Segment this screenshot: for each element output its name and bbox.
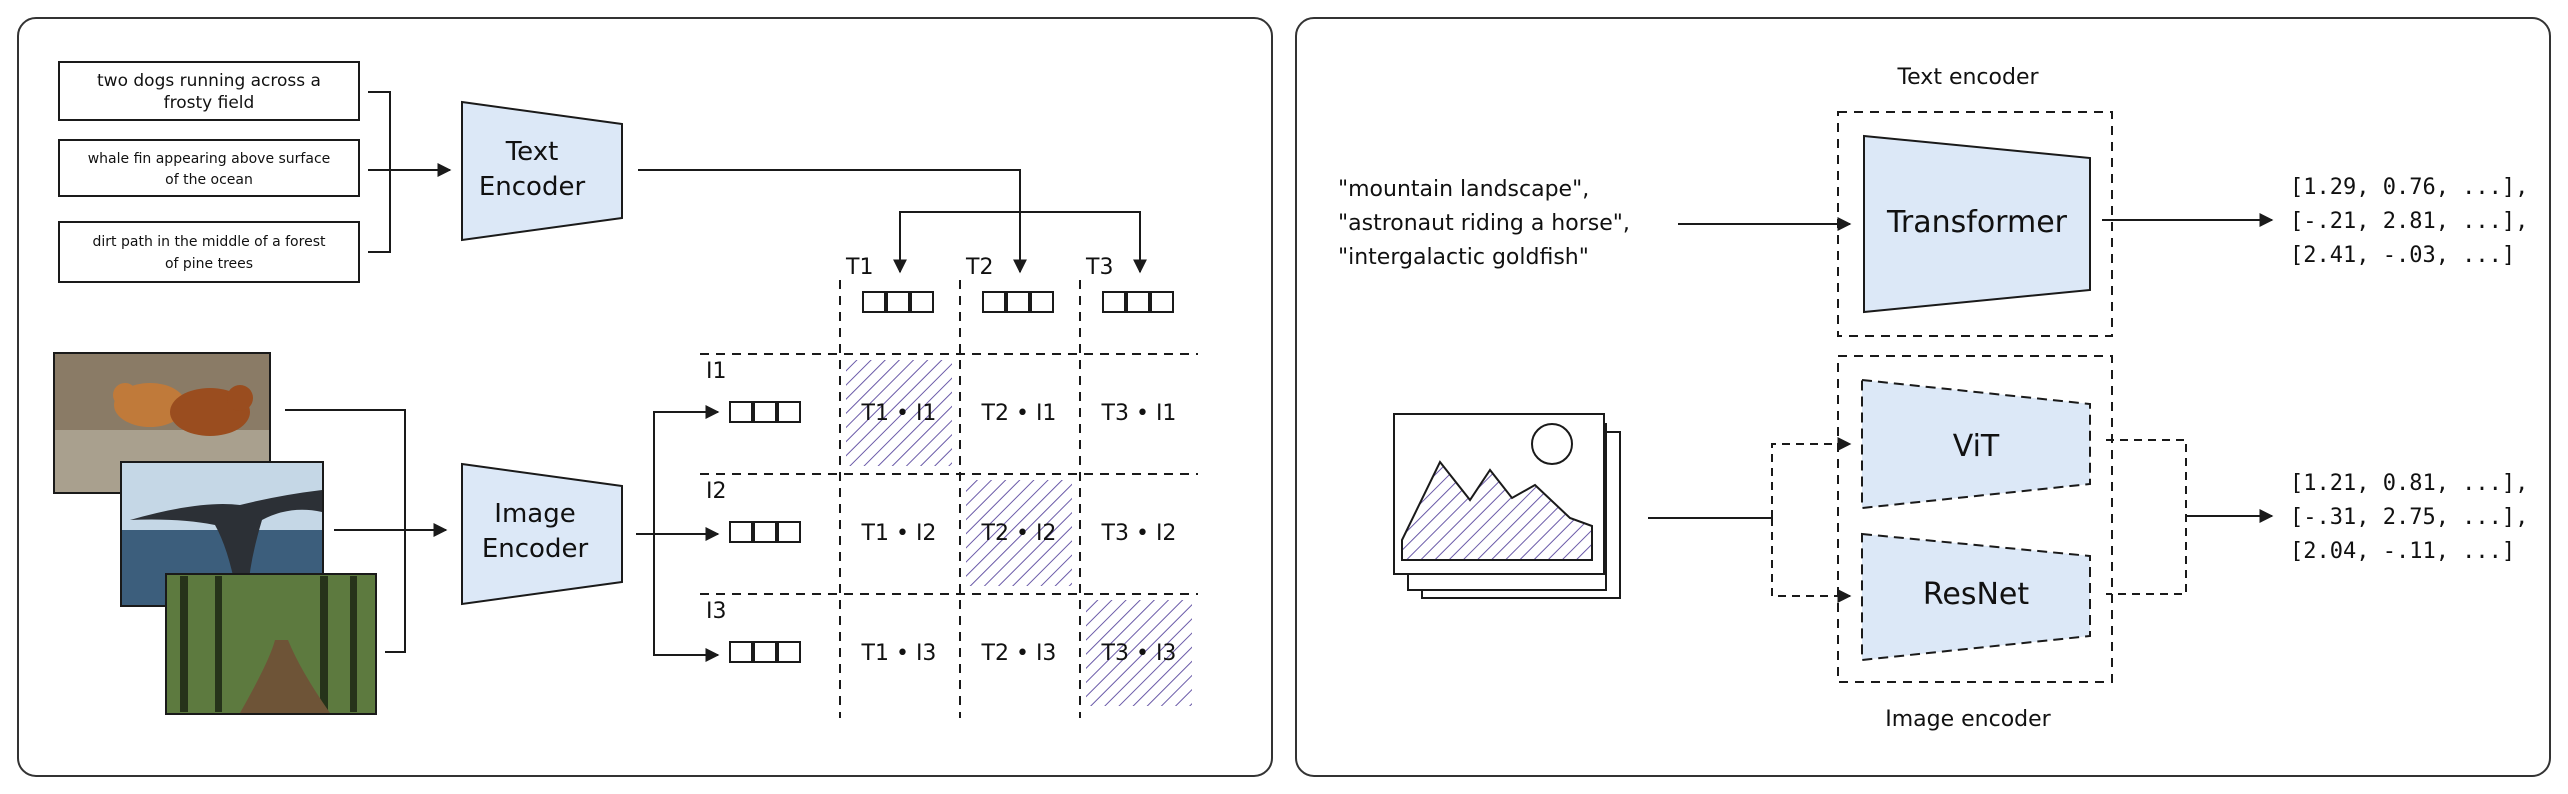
image-encoder-block: Image Encoder: [461, 462, 623, 606]
image-to-vit-arrow: [1771, 437, 1852, 518]
mountain-icon: [1401, 460, 1593, 561]
text-token-box: [1150, 291, 1174, 313]
text-token-box: [1126, 291, 1150, 313]
image-embedding-1: [1.21, 0.81, ...],: [2290, 471, 2528, 496]
text-token-box: [1006, 291, 1030, 313]
image-stack: [53, 352, 377, 715]
image-stack-icon: [1393, 413, 1621, 599]
prompt-1: "mountain landscape",: [1338, 177, 1589, 202]
sun-icon: [1531, 423, 1573, 465]
image-to-resnet-arrow: [1771, 518, 1852, 603]
resnet-label: ResNet: [1923, 577, 2029, 612]
image-token-box: [753, 641, 777, 663]
image-to-i1-arrow: [653, 405, 720, 534]
right-panel: Text encoder "mountain landscape", "astr…: [1295, 17, 2551, 777]
image-embedding-2: [-.31, 2.75, ...],: [2290, 505, 2528, 530]
image-token-box: [777, 401, 801, 423]
caption-2-line-1: whale fin appearing above surface: [88, 151, 331, 167]
forest-path-photo-icon: [165, 573, 377, 715]
image-token-box: [729, 521, 753, 543]
text-encoder-label-1: Text: [505, 137, 559, 167]
matrix-cell: T1 • I2: [861, 521, 937, 546]
image-token-box: [729, 641, 753, 663]
matrix-cell: T3 • I3: [1101, 641, 1177, 666]
caption-box-dogs: two dogs running across a frosty field: [58, 61, 360, 121]
prompt-3: "intergalactic goldfish": [1338, 245, 1589, 270]
caption-2-line-2: of the ocean: [165, 172, 253, 188]
caption-3-line-1: dirt path in the middle of a forest: [93, 234, 326, 250]
text-to-t2-arrow: [638, 169, 1027, 274]
text-token-box: [862, 291, 886, 313]
matrix-row-head: I1: [706, 359, 727, 384]
image-encoder-title: Image encoder: [1885, 707, 2051, 732]
matrix-row-head: I3: [706, 599, 727, 624]
vit-label: ViT: [1953, 429, 2000, 464]
image-token-box: [777, 521, 801, 543]
image-token-box: [753, 521, 777, 543]
matrix-col-head: T2: [965, 255, 993, 280]
image-encoder-merge-line: [2106, 439, 2187, 595]
matrix-diagonal-cell: [846, 360, 952, 466]
caption-1-line-1: two dogs running across a: [97, 71, 321, 91]
left-panel: two dogs running across a frosty field w…: [17, 17, 1273, 777]
image-encoder-label-1: Image: [494, 499, 575, 529]
caption-box-whale: whale fin appearing above surface of the…: [58, 139, 360, 197]
image-embedding-3: [2.04, -.11, ...]: [2290, 539, 2515, 564]
transformer-block: Transformer: [1863, 134, 2091, 314]
text-encoder-title: Text encoder: [1896, 65, 2039, 90]
matrix-col-head: T1: [845, 255, 873, 280]
matrix-cell: T2 • I2: [981, 521, 1057, 546]
image-token-box: [729, 401, 753, 423]
left-panel-frame: [17, 17, 1273, 777]
caption-box-forest: dirt path in the middle of a forest of p…: [58, 221, 360, 283]
matrix-row-head: I2: [706, 479, 727, 504]
text-token-box: [910, 291, 934, 313]
matrix-diagonal-cell: [1086, 600, 1192, 706]
matrix-cell: T1 • I3: [861, 641, 937, 666]
text-encoder-block: Text Encoder: [461, 100, 623, 242]
caption-list: two dogs running across a frosty field w…: [58, 61, 360, 283]
text-token-box: [886, 291, 910, 313]
matrix-cell: T3 • I2: [1101, 521, 1177, 546]
text-embedding-1: [1.29, 0.76, ...],: [2290, 175, 2528, 200]
caption-1-line-2: frosty field: [164, 93, 255, 113]
resnet-block: ResNet: [1861, 532, 2091, 662]
transformer-label: Transformer: [1886, 205, 2068, 240]
image-token-box: [777, 641, 801, 663]
right-panel-frame: [1295, 17, 2551, 777]
matrix-cell: T2 • I3: [981, 641, 1057, 666]
text-token-box: [1030, 291, 1054, 313]
matrix-cell: T3 • I1: [1101, 401, 1177, 426]
vit-block: ViT: [1861, 378, 2091, 510]
text-embedding-2: [-.21, 2.81, ...],: [2290, 209, 2528, 234]
text-encoder-label-2: Encoder: [479, 172, 586, 202]
text-embedding-3: [2.41, -.03, ...]: [2290, 243, 2515, 268]
image-encoder-group: [1837, 355, 2113, 683]
matrix-cell: T2 • I1: [981, 401, 1057, 426]
prompt-2: "astronaut riding a horse",: [1338, 211, 1630, 236]
image-token-box: [753, 401, 777, 423]
text-token-box: [1102, 291, 1126, 313]
matrix-diagonal-cell: [966, 480, 1072, 586]
text-token-box: [982, 291, 1006, 313]
matrix-cell: T1 • I1: [861, 401, 937, 426]
caption-3-line-2: of pine trees: [165, 256, 253, 272]
image-encoder-label-2: Encoder: [482, 534, 589, 564]
image-to-i3-arrow: [653, 534, 720, 662]
caption-bracket: [368, 91, 391, 253]
matrix-col-head: T3: [1085, 255, 1113, 280]
